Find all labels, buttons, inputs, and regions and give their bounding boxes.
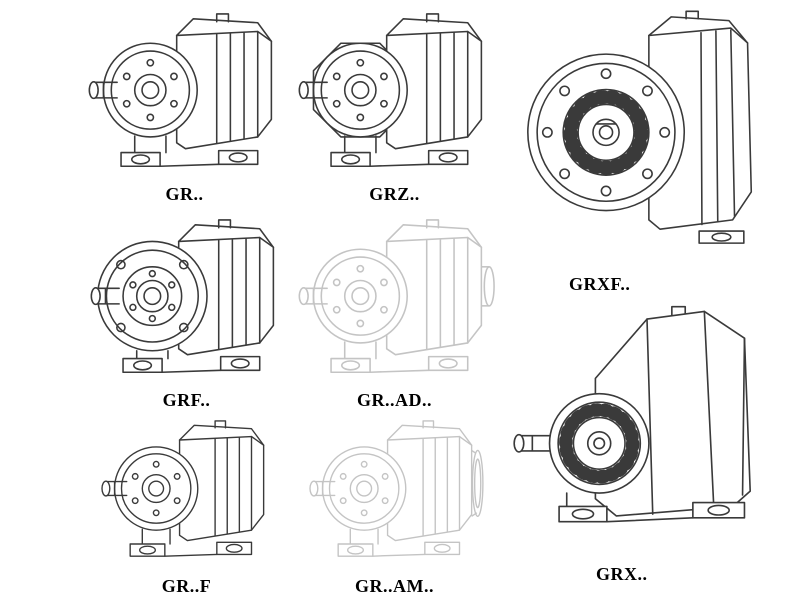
motor-adapter-flange: [471, 449, 484, 517]
figure-gr-ad: GR..AD..: [292, 212, 497, 411]
figure-label-grz: GRZ..: [369, 184, 420, 204]
gearbox-drawing-foot-mounted: [88, 13, 273, 168]
gearbox-drawing-input-adapter: [298, 219, 495, 374]
figure-label-gr-am: GR..AM..: [355, 576, 434, 596]
gearbox-drawing-motor-adapter: [309, 420, 484, 557]
figure-gr-am: GR..AM..: [292, 414, 497, 597]
gear-unit-line-art: [298, 13, 483, 168]
figure-label-gr-f: GR..F: [161, 576, 212, 596]
figure-gr-f: GR..F: [84, 414, 289, 597]
gearbox-drawing-octagonal-housing: [298, 13, 483, 168]
gear-unit-line-art: [88, 13, 273, 168]
figure-label-grx: GRX..: [596, 564, 648, 584]
input-adapter-flange: [481, 266, 495, 307]
figure-grz: GRZ..: [292, 6, 497, 205]
gearbox-drawing-foot-flange: [101, 420, 265, 557]
gearbox-drawing-single-stage-foot: [497, 300, 797, 558]
gear-unit-line-art: [514, 307, 750, 522]
figure-label-grf: GRF..: [162, 390, 211, 410]
gear-unit-line-art: [298, 219, 483, 374]
gear-unit-line-art: [309, 420, 473, 557]
figure-grf: GRF..: [84, 212, 289, 411]
gear-unit-line-art: [90, 219, 275, 374]
figure-gr: GR..: [82, 6, 287, 205]
figure-grx: GRX..: [497, 300, 797, 585]
figure-label-gr-ad: GR..AD..: [357, 390, 432, 410]
gearbox-drawing-large-flange: [497, 2, 797, 272]
figure-grxf: GRXF..: [497, 2, 797, 295]
gearbox-drawing-flange-mounted: [90, 219, 275, 374]
gear-unit-line-art: [528, 11, 751, 243]
gear-unit-line-art: [101, 420, 265, 557]
figure-label-gr: GR..: [165, 184, 204, 204]
figure-label-grxf: GRXF..: [569, 274, 631, 294]
